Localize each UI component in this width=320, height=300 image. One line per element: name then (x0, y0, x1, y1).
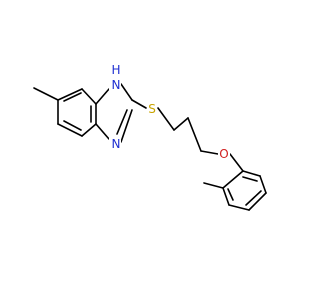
o-label: O (219, 147, 228, 161)
n-label: N (112, 137, 121, 151)
imidazole-upper-bond (95, 88, 110, 105)
n-mask (109, 137, 121, 151)
bond-layer (33, 83, 267, 211)
aryl-bottom-right-inner-bond (245, 190, 262, 206)
o-mask (218, 147, 230, 161)
imidazole-n-bond (120, 109, 133, 143)
ether-right-bond (229, 153, 244, 172)
benzo-bottom-left-bond (57, 123, 83, 137)
nh-h-label: H (111, 63, 120, 77)
benzo-top-left-bond (57, 88, 83, 101)
aryl-top-left-bond (222, 170, 244, 189)
benzo-top-inner-bond (63, 92, 82, 102)
benzo-bottom-right-bond (81, 123, 97, 137)
aryl-left-bond (222, 187, 230, 206)
aryl-bottom-left-bond (228, 204, 250, 211)
atom-layer: H N N S O (109, 63, 230, 161)
benzo-top-right-bond (81, 88, 97, 105)
chain-bond-2 (173, 117, 189, 131)
ether-left-bond (200, 150, 219, 155)
thio-bond (131, 99, 147, 109)
nh-n-label: N (112, 78, 121, 92)
aryl-left-inner-bond (227, 188, 234, 201)
imidazole-lower-bond (95, 123, 110, 140)
imidazole-double-bond (116, 109, 128, 135)
nh-mask (109, 64, 121, 90)
aryl-bottom-right-bond (248, 192, 267, 211)
aryl-right-bond (259, 175, 267, 194)
methyl-left-bond (33, 87, 59, 101)
benzo-bottom-inner-bond (63, 120, 82, 131)
aryl-top-right-bond (242, 170, 261, 177)
s-label: S (148, 102, 156, 116)
chain-bond-1 (157, 107, 175, 131)
chain-bond-3 (187, 117, 202, 152)
methyl-bottom-bond (203, 182, 224, 189)
s-mask (147, 102, 157, 116)
aryl-top-right-inner-bond (242, 176, 258, 182)
molecule-diagram: H N N S O (33, 63, 267, 211)
imidazole-n-h-bond (120, 83, 133, 101)
